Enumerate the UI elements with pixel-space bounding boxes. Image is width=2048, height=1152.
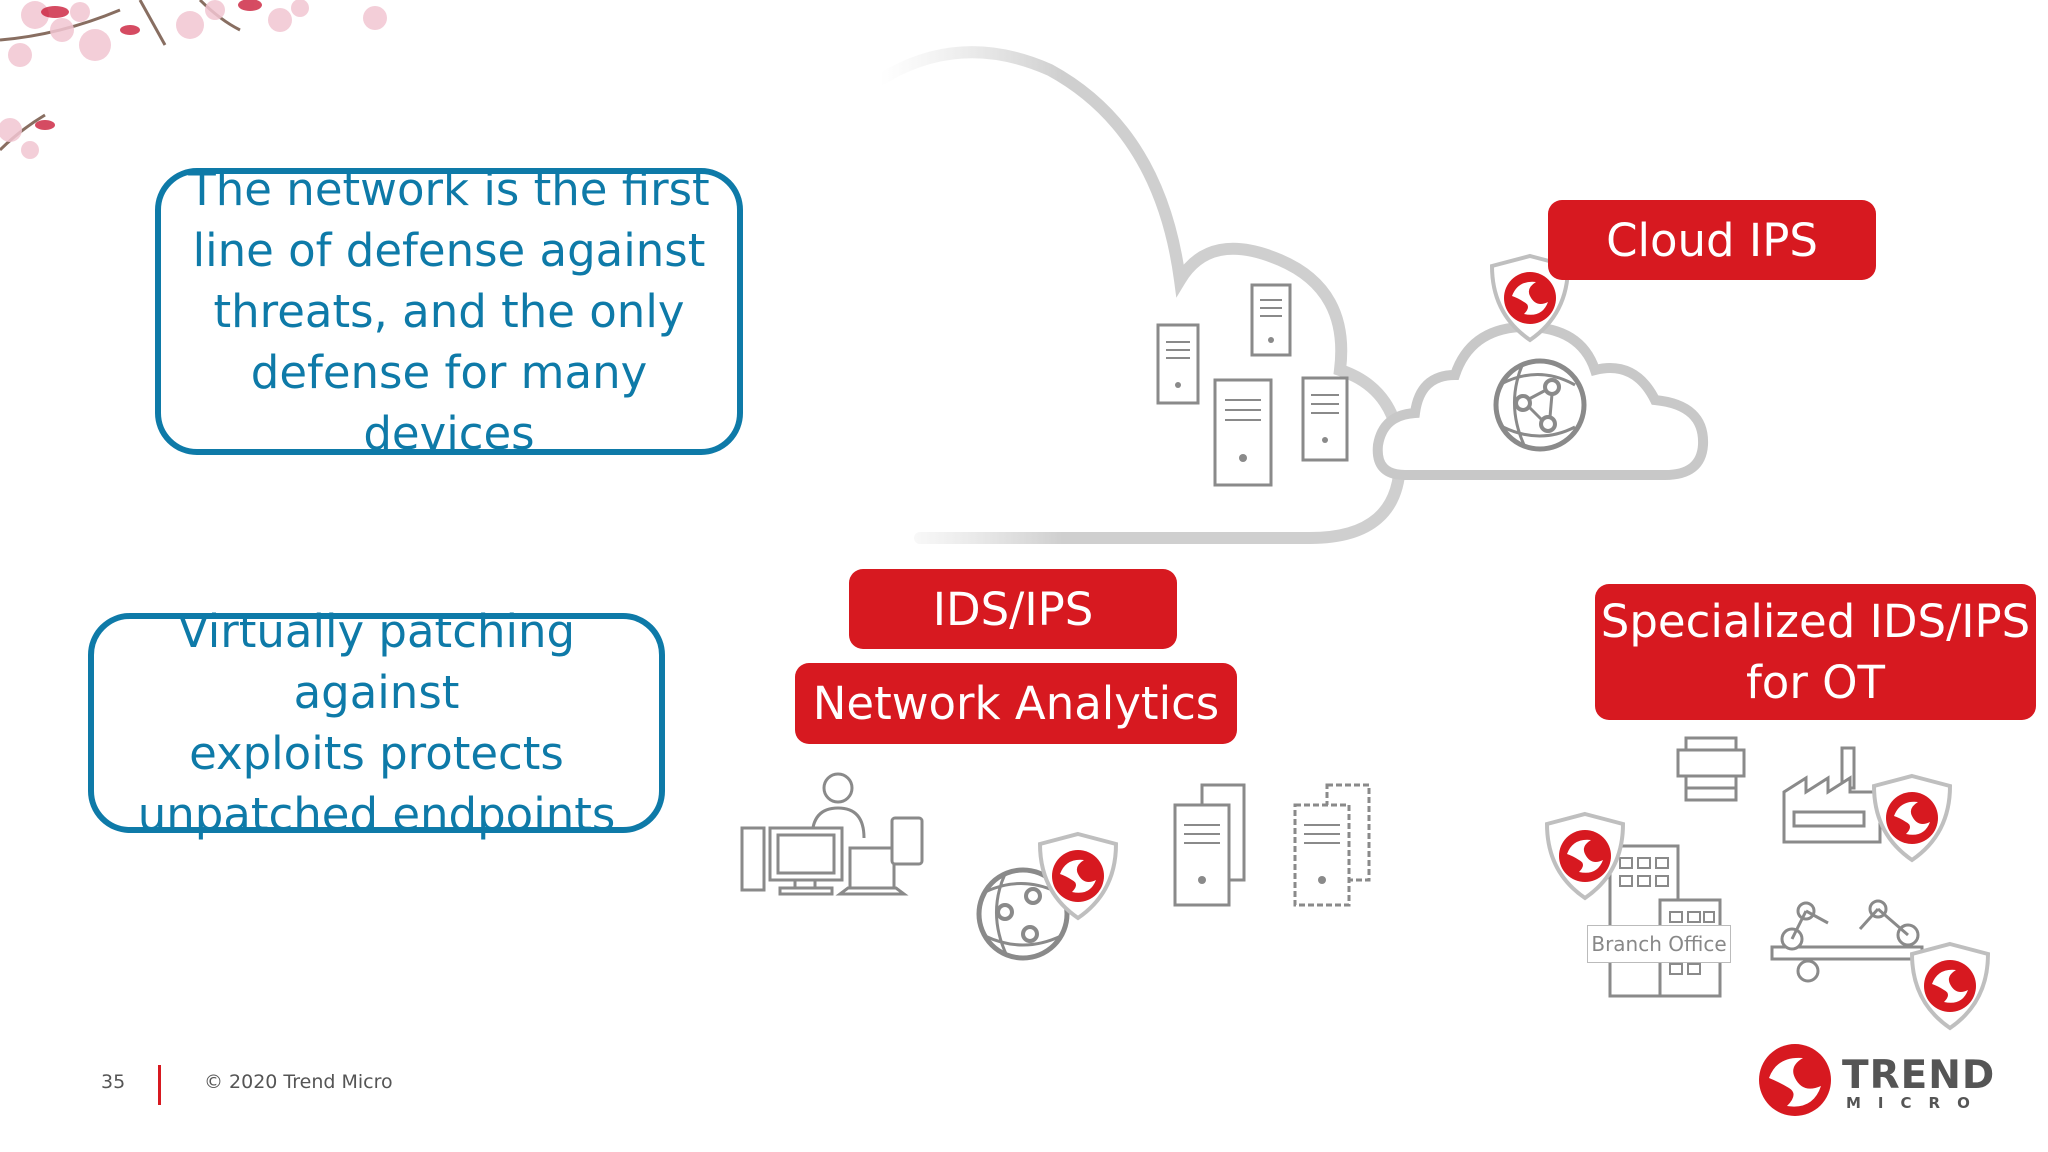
robot-arms-icon [1770,899,1924,983]
trend-shield-icon [1871,773,1953,863]
slide-number: 35 [101,1071,126,1093]
cherry-blossom-decoration [0,0,387,159]
branch-office-label: Branch Office [1587,925,1731,963]
network-first-line-callout: The network is the first line of defense… [155,163,743,460]
copyright-text: © 2020 Trend Micro [204,1071,393,1093]
data-center-servers-icon [1173,783,1371,907]
specialized-ids-ips-label: Specialized IDS/IPS for OT [1595,584,2036,720]
printer-icon [1676,736,1746,802]
factory-icon [1782,746,1882,844]
trend-shield-icon [1544,811,1626,901]
network-analytics-label: Network Analytics [795,663,1237,744]
trend-shield-icon [1037,831,1119,921]
logo-text-micro: MICRO [1846,1094,1987,1112]
virtual-patching-callout: Virtually patching against exploits prot… [88,605,665,841]
endpoint-devices-icon [740,772,924,896]
cloud-servers-icon [1156,283,1349,487]
trend-micro-logo-icon [1759,1044,1831,1116]
trend-shield-icon [1489,253,1571,343]
callout-text: Virtually patching against exploits prot… [137,605,616,841]
trend-shield-icon [1909,941,1991,1031]
ids-ips-label: IDS/IPS [849,569,1177,649]
footer-divider [158,1065,161,1105]
callout-text: The network is the first line of defense… [188,163,710,460]
cloud-ips-label: Cloud IPS [1548,200,1876,280]
globe-shield-icon [976,867,1070,961]
logo-text-trend: TREND [1842,1053,1996,1098]
